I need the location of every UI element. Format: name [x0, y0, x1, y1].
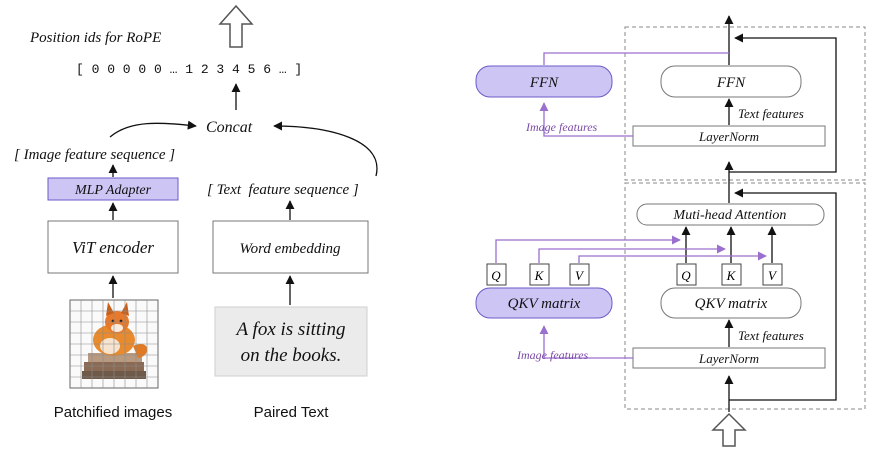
image-features-top-line: [539, 102, 633, 137]
paired-text-line2: on the books.: [241, 345, 342, 366]
attention-box: [636, 203, 825, 226]
k-text-box: [721, 263, 742, 286]
rope-title: Position ids for RoPE: [29, 30, 161, 46]
output-hollow-arrow: [218, 4, 254, 48]
patchified-fox-image: [69, 299, 159, 389]
text-features-top: Text features: [738, 106, 804, 121]
vit-encoder-label: ViT encoder: [72, 238, 154, 257]
image-sequence-label: [ Image feature sequence ]: [14, 147, 175, 163]
caption-patchified-images: Patchified images: [54, 404, 172, 421]
qkv-image-box: [475, 287, 613, 319]
k-image-line: [538, 244, 726, 263]
image-features-bottom-line: [539, 325, 633, 359]
ffn-text-label: FFN: [716, 75, 746, 91]
word-embedding-label: Word embedding: [240, 241, 341, 257]
mlp-adapter-label: MLP Adapter: [74, 183, 152, 198]
qkv-text-label: QKV matrix: [695, 296, 768, 312]
paired-text-line1: A fox is sitting: [235, 319, 346, 340]
image-to-concat-arrow: [109, 120, 197, 138]
residual-skip-bottom: [729, 188, 837, 401]
input-hollow-arrow: [711, 412, 747, 447]
residual-skip-top: [729, 33, 837, 173]
ffn-text-box: [660, 65, 802, 98]
ffn-image-label: FFN: [529, 75, 559, 91]
layernorm-bottom-label: LayerNorm: [698, 351, 759, 366]
concat-label: Concat: [206, 119, 253, 136]
q-image-line: [495, 235, 681, 263]
vit-encoder-box: [47, 220, 179, 274]
caption-paired-text: Paired Text: [254, 404, 330, 421]
v-text-box: [762, 263, 783, 286]
text-to-concat-arrow: [273, 121, 378, 177]
text-features-bottom: Text features: [738, 328, 804, 343]
k-text-label: K: [726, 268, 737, 283]
layernorm-top-label: LayerNorm: [698, 129, 759, 144]
ffn-image-box: [475, 65, 613, 98]
v-image-box: [569, 263, 590, 286]
v-text-label: V: [768, 268, 778, 283]
q-text-box: [676, 263, 697, 286]
left-panel: Position ids for RoPE [ 0 0 0 0 0 … 1 2 …: [14, 4, 378, 421]
paired-text-box: [214, 306, 368, 377]
qkv-text-box: [660, 287, 802, 319]
word-embedding-box: [212, 220, 369, 274]
k-image-label: K: [534, 268, 545, 283]
attention-block-frame: [624, 182, 866, 410]
text-sequence-label: [ Text feature sequence ]: [207, 182, 359, 198]
v-image-label: V: [575, 268, 585, 283]
ffn-block-frame: [624, 26, 866, 181]
v-image-line: [578, 251, 767, 263]
attention-label: Muti-head Attention: [673, 208, 787, 223]
ffn-image-output-line: [543, 52, 729, 65]
mlp-adapter-box: [47, 177, 179, 201]
position-ids: [ 0 0 0 0 0 … 1 2 3 4 5 6 … ]: [76, 62, 302, 77]
image-features-bottom-label: Image features: [516, 348, 589, 362]
q-image-box: [486, 263, 507, 286]
image-features-top-label: Image features: [525, 120, 598, 134]
q-image-label: Q: [491, 268, 501, 283]
right-panel: LayerNorm Text features Image features Q…: [475, 15, 866, 447]
k-image-box: [529, 263, 550, 286]
qkv-image-label: QKV matrix: [508, 296, 581, 312]
q-text-label: Q: [681, 268, 691, 283]
